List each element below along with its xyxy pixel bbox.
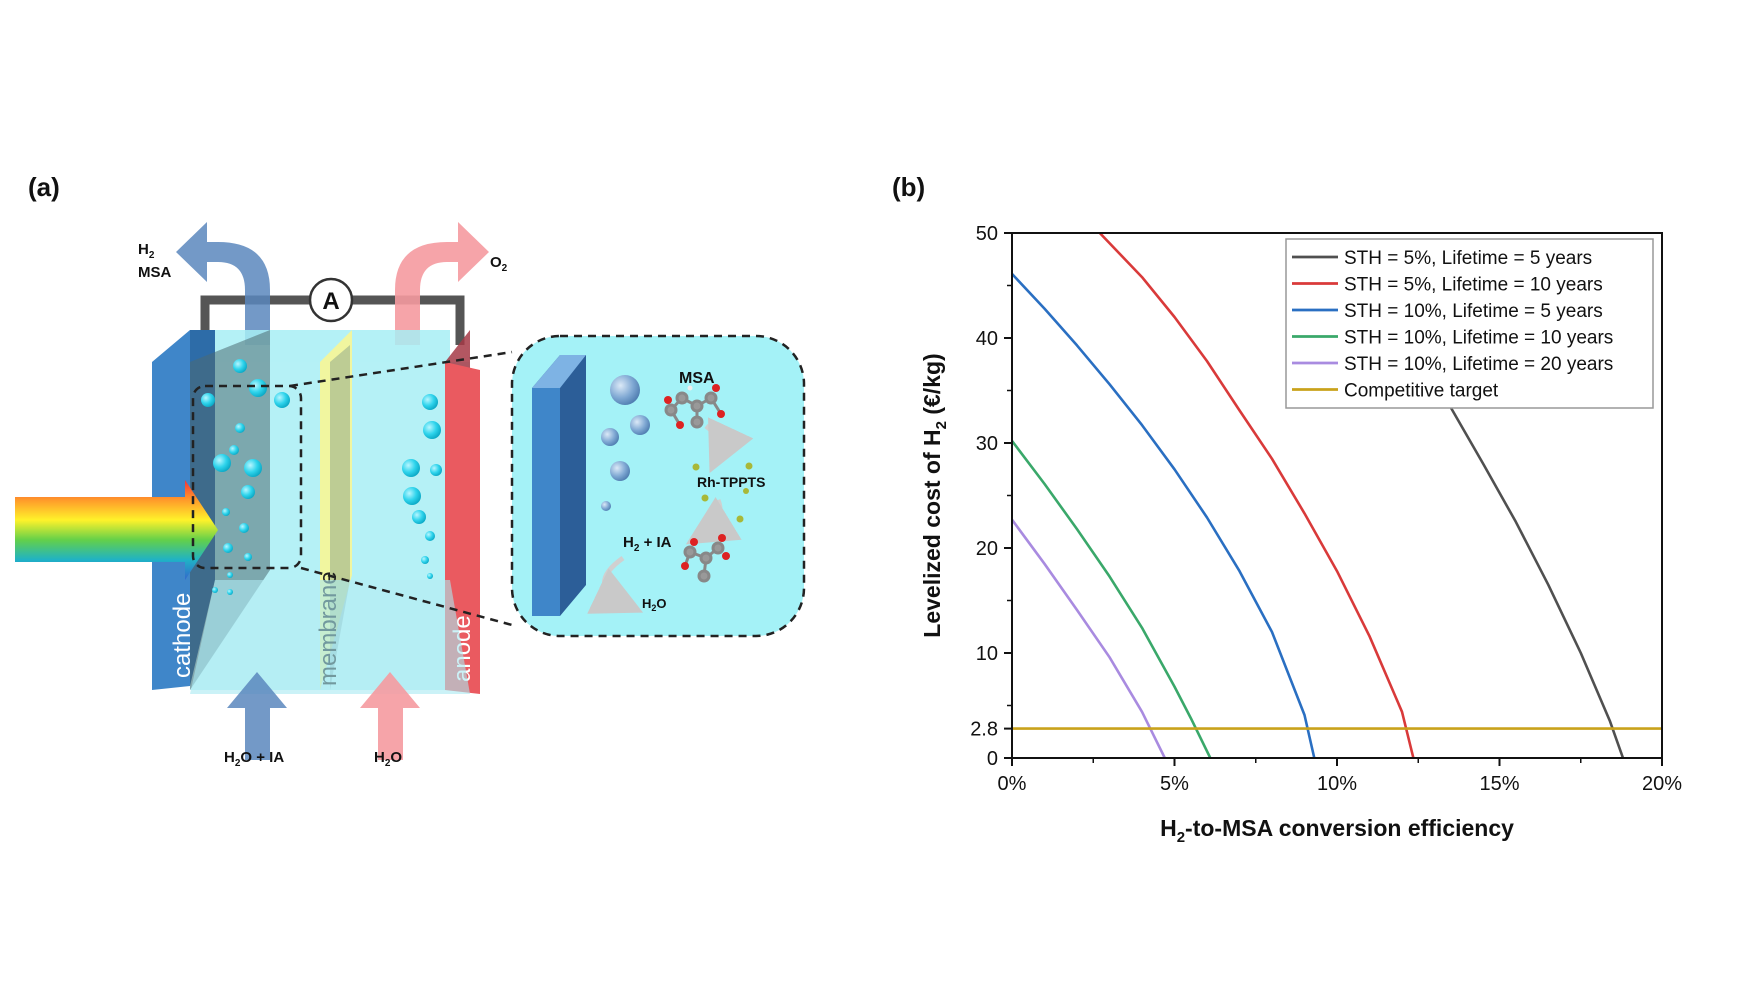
series-line-4 (1012, 518, 1166, 758)
ammeter-icon (308, 277, 354, 323)
x-tick-label-1: 5% (1160, 773, 1189, 795)
x-axis-title-pre: H (1160, 815, 1177, 841)
series-group (1012, 233, 1662, 758)
zoom-electrode-top (532, 355, 586, 388)
zoom-connector-bottom (300, 566, 513, 627)
electrolyte-floor (190, 580, 470, 694)
panel-b: (b) 0%5%10%15%20%02.81020304050H2-to-MSA… (892, 172, 1682, 846)
reaction-arrow-bottom (685, 497, 742, 545)
series-line-2 (1012, 273, 1316, 758)
x-tick-label-2: 10% (1317, 773, 1357, 795)
zoom-selection-box (191, 384, 303, 570)
legend-label-5: Competitive target (1344, 381, 1499, 402)
y-tick-label-5: 40 (976, 328, 998, 350)
msa-label: MSA (679, 370, 715, 387)
y-tick-label-4: 30 (976, 433, 998, 455)
inlet-right-label: H2O (374, 749, 402, 769)
legend-box (1285, 238, 1654, 409)
x-axis-title: H2-to-MSA conversion efficiency (1160, 815, 1514, 846)
o2-outlet-arrow (395, 222, 489, 345)
catalyst-label: Rh-TPPTS (697, 474, 765, 490)
y-axis-title-post: (€/kg) (919, 353, 945, 421)
y-axis-title: Levelized cost of H2 (€/kg) (919, 353, 950, 637)
series-line-1 (1098, 233, 1415, 758)
panel-b-label: (b) (892, 172, 925, 202)
y-tick-label-6: 50 (976, 223, 998, 245)
h2-ia-label: H2 + IA (623, 534, 672, 554)
h2o-ia-inlet-arrow (227, 672, 287, 760)
anode-bubbles (402, 394, 442, 579)
ammeter-label: A (322, 288, 339, 315)
legend-label-2: STH = 10%, Lifetime = 5 years (1344, 301, 1603, 322)
ia-molecule-icon (681, 534, 730, 583)
y-axis-title-sub: 2 (933, 421, 950, 429)
reaction-arrow-top (704, 417, 754, 474)
legend-label-4: STH = 10%, Lifetime = 20 years (1344, 354, 1613, 375)
msa-molecule-icon (664, 384, 725, 429)
x-axis-title-sub: 2 (1177, 829, 1185, 846)
zoom-electrode-front (532, 388, 560, 616)
x-tick-label-0: 0% (998, 773, 1027, 795)
h2-bubbles (601, 375, 650, 511)
cathode-bubbles (201, 359, 290, 595)
outlet-right-o2-label: O2 (490, 254, 508, 274)
legend-label-0: STH = 5%, Lifetime = 5 years (1344, 248, 1592, 269)
x-tick-label-3: 15% (1479, 773, 1519, 795)
series-line-0 (1439, 389, 1625, 758)
y-tick-label-2: 10 (976, 643, 998, 665)
light-beam-arrow (15, 480, 218, 580)
h2-msa-outlet-arrow (176, 222, 270, 345)
y-tick-label-3: 20 (976, 538, 998, 560)
legend-label-3: STH = 10%, Lifetime = 10 years (1344, 328, 1613, 349)
legend-label-1: STH = 5%, Lifetime = 10 years (1344, 275, 1603, 296)
y-axis-title-pre: Levelized cost of H (919, 429, 945, 637)
zoom-detail: MSA Rh-TPPTS (510, 334, 806, 638)
x-axis-title-post: -to-MSA conversion efficiency (1185, 815, 1514, 841)
panel-a-label: (a) (28, 172, 60, 202)
h2o-inlet-arrow (360, 672, 420, 760)
zoom-h2o-label: H2O (642, 596, 667, 613)
panel-a: (a) A H2 MSA O2 cathode membrane anode (15, 172, 806, 769)
zoom-connector-top (289, 350, 513, 388)
inlet-left-label: H2O + IA (224, 749, 284, 769)
water-reduction-arrow (587, 555, 644, 614)
y-tick-label-0: 0 (987, 748, 998, 770)
outlet-left-h2-label: H2 (138, 241, 155, 261)
y-tick-label-1: 2.8 (970, 719, 998, 741)
outlet-left-msa-label: MSA (138, 264, 172, 281)
x-tick-label-4: 20% (1642, 773, 1682, 795)
series-line-3 (1012, 440, 1212, 758)
